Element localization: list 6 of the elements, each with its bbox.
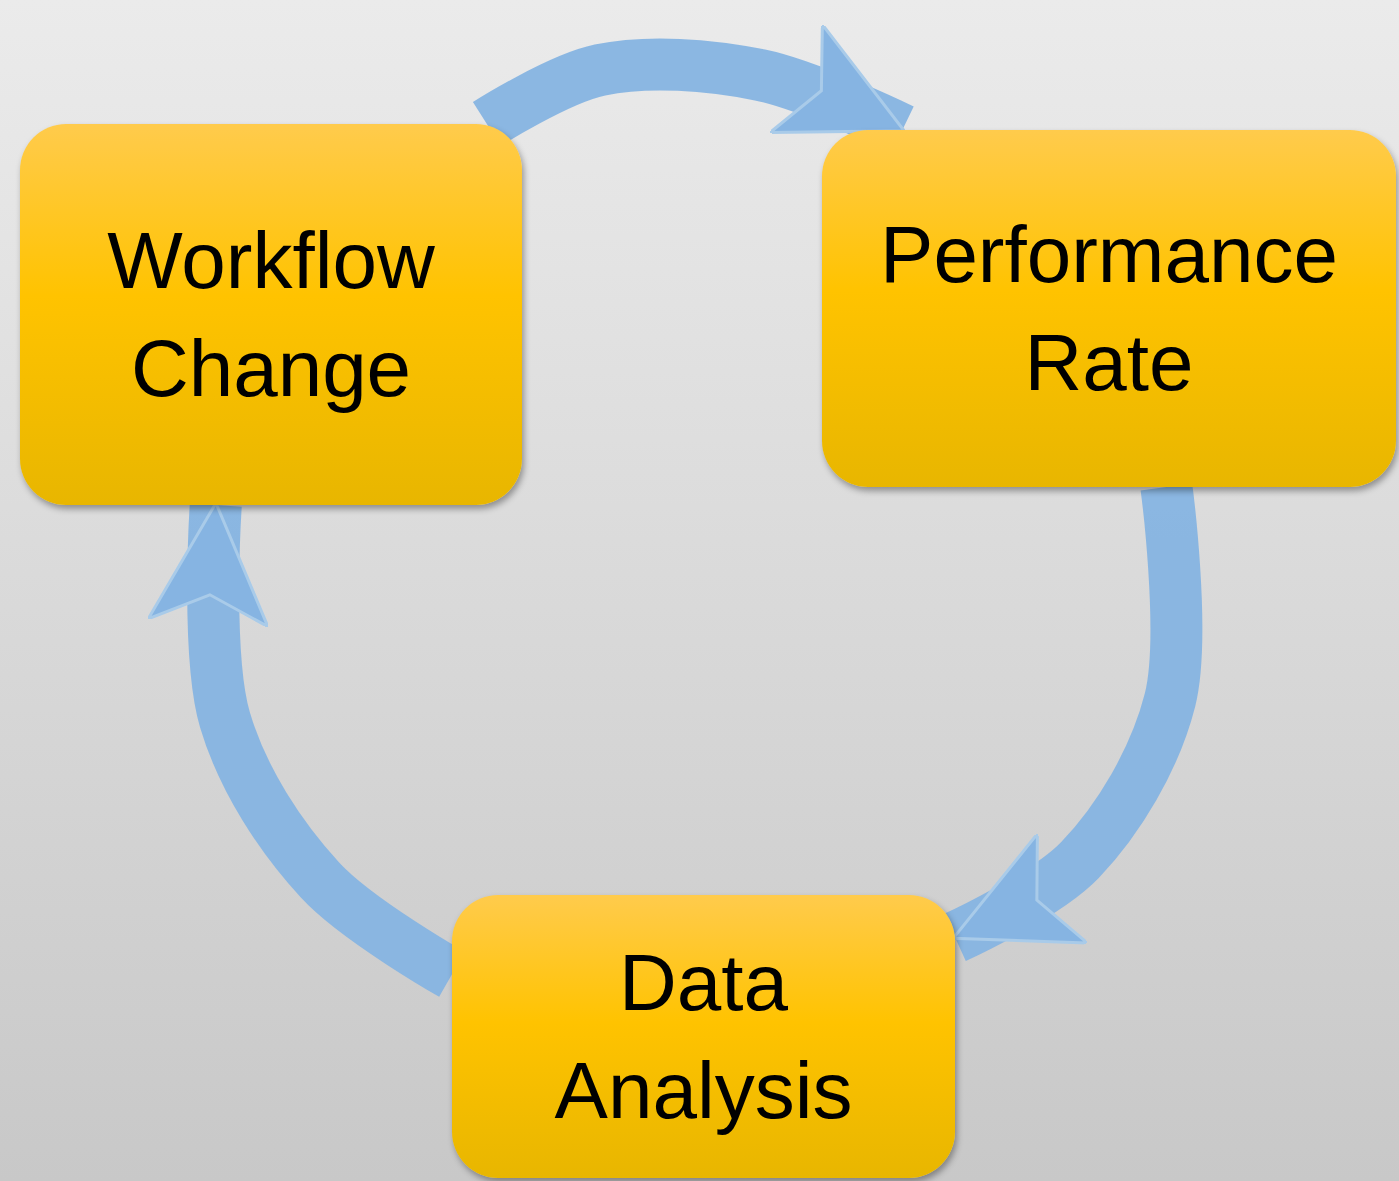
process-box [20,124,522,505]
box-label: Performance Rate [879,208,1339,409]
process-box [452,895,955,1178]
box-label: Workflow Change [106,214,436,415]
process-box [822,130,1396,487]
box-label: Data Analysis [553,936,854,1137]
